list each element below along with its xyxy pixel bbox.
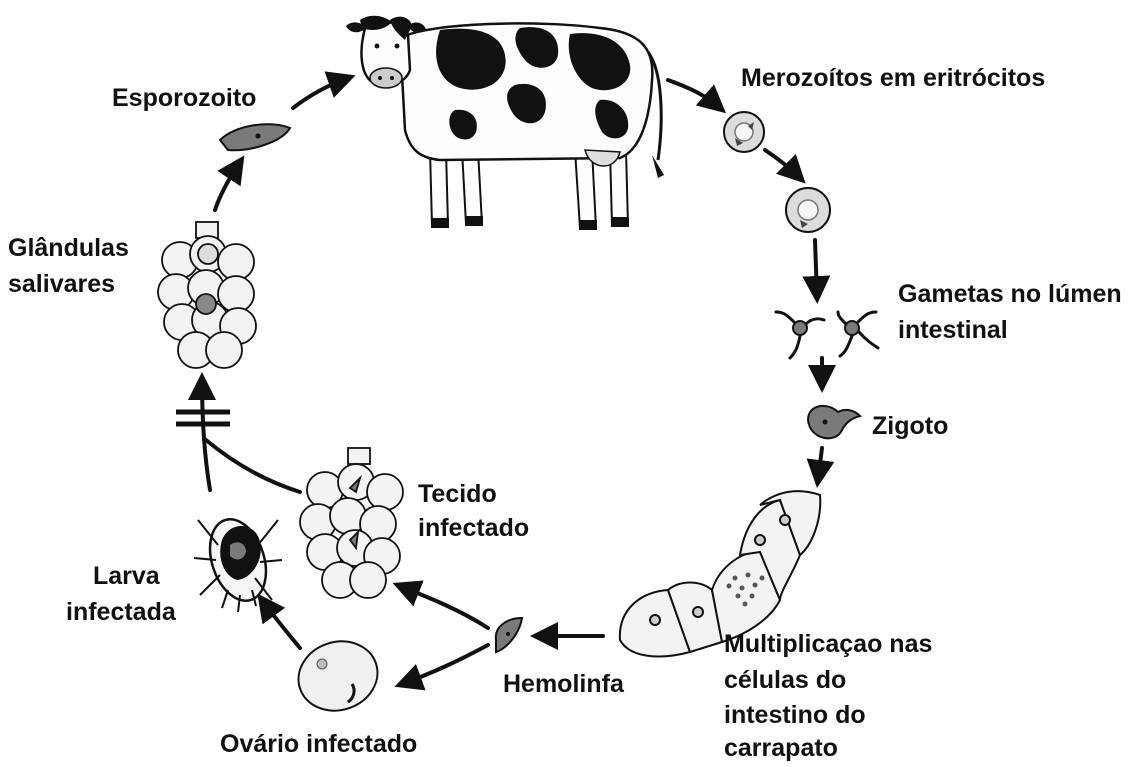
arrow-zygote-to-gut (806, 446, 835, 488)
cycle-arrows (188, 71, 836, 691)
label-hemolinfa: Hemolinfa (503, 670, 624, 698)
label-gametas-line2: intestinal (898, 316, 1008, 344)
gamete-2-icon (836, 310, 880, 358)
arrow-hemolymph-to-tissue (392, 580, 490, 630)
label-merozoitos: Merozoítos em eritrócitos (741, 64, 1046, 92)
label-glandulas-line1: Glândulas (8, 234, 129, 262)
arrow-merozoite-1-to-2 (763, 148, 806, 184)
erythrocyte-2-icon (785, 187, 831, 233)
label-tecido-line1: Tecido (418, 480, 497, 508)
arrow-merozoite-to-gametes (802, 238, 831, 304)
label-esporozoito: Esporozoito (112, 84, 257, 112)
label-glandulas-line2: salivares (8, 270, 116, 298)
tick-icon (193, 518, 283, 613)
gamete-1-icon (774, 310, 826, 360)
hemolymph-parasite-icon (494, 616, 524, 654)
arrow-cow-to-merozoites (666, 78, 727, 114)
double-bar-icon (176, 409, 230, 427)
arrow-glands-to-sporozoite (213, 155, 245, 212)
label-tecido-line2: infectado (418, 514, 530, 542)
label-multiplicacao-line1: Multiplicaçao nas (724, 630, 933, 658)
zygote-icon (806, 404, 862, 440)
label-larva-line2: infectada (66, 598, 176, 626)
label-multiplicacao-line3: intestino do (724, 701, 866, 729)
arrow-sporozoite-to-cow (291, 71, 356, 110)
label-gametas-line1: Gametas no lúmen (898, 280, 1122, 308)
label-larva-line1: Larva (93, 562, 160, 590)
multiplying-parasites-icon (726, 572, 765, 607)
label-multiplicacao-line4: carrapato (724, 734, 838, 762)
infected-tissue-icon (299, 447, 404, 599)
gut-cells-icon (618, 490, 822, 658)
label-multiplicacao-line2: células do (724, 666, 847, 694)
arrow-tissue-to-join (204, 438, 302, 494)
label-ovario: Ovário infectado (220, 730, 418, 758)
salivary-glands-icon (157, 221, 257, 369)
infected-ovary-icon (297, 640, 379, 712)
sporozoite-icon (218, 123, 292, 152)
arrow-ovary-to-larva (257, 593, 302, 650)
erythrocyte-1-icon (723, 111, 765, 153)
arrow-larva-to-glands (188, 372, 217, 492)
cow-icon (346, 15, 664, 230)
label-zigoto: Zigoto (872, 412, 949, 440)
arrow-hemolymph-to-ovary (394, 643, 490, 691)
